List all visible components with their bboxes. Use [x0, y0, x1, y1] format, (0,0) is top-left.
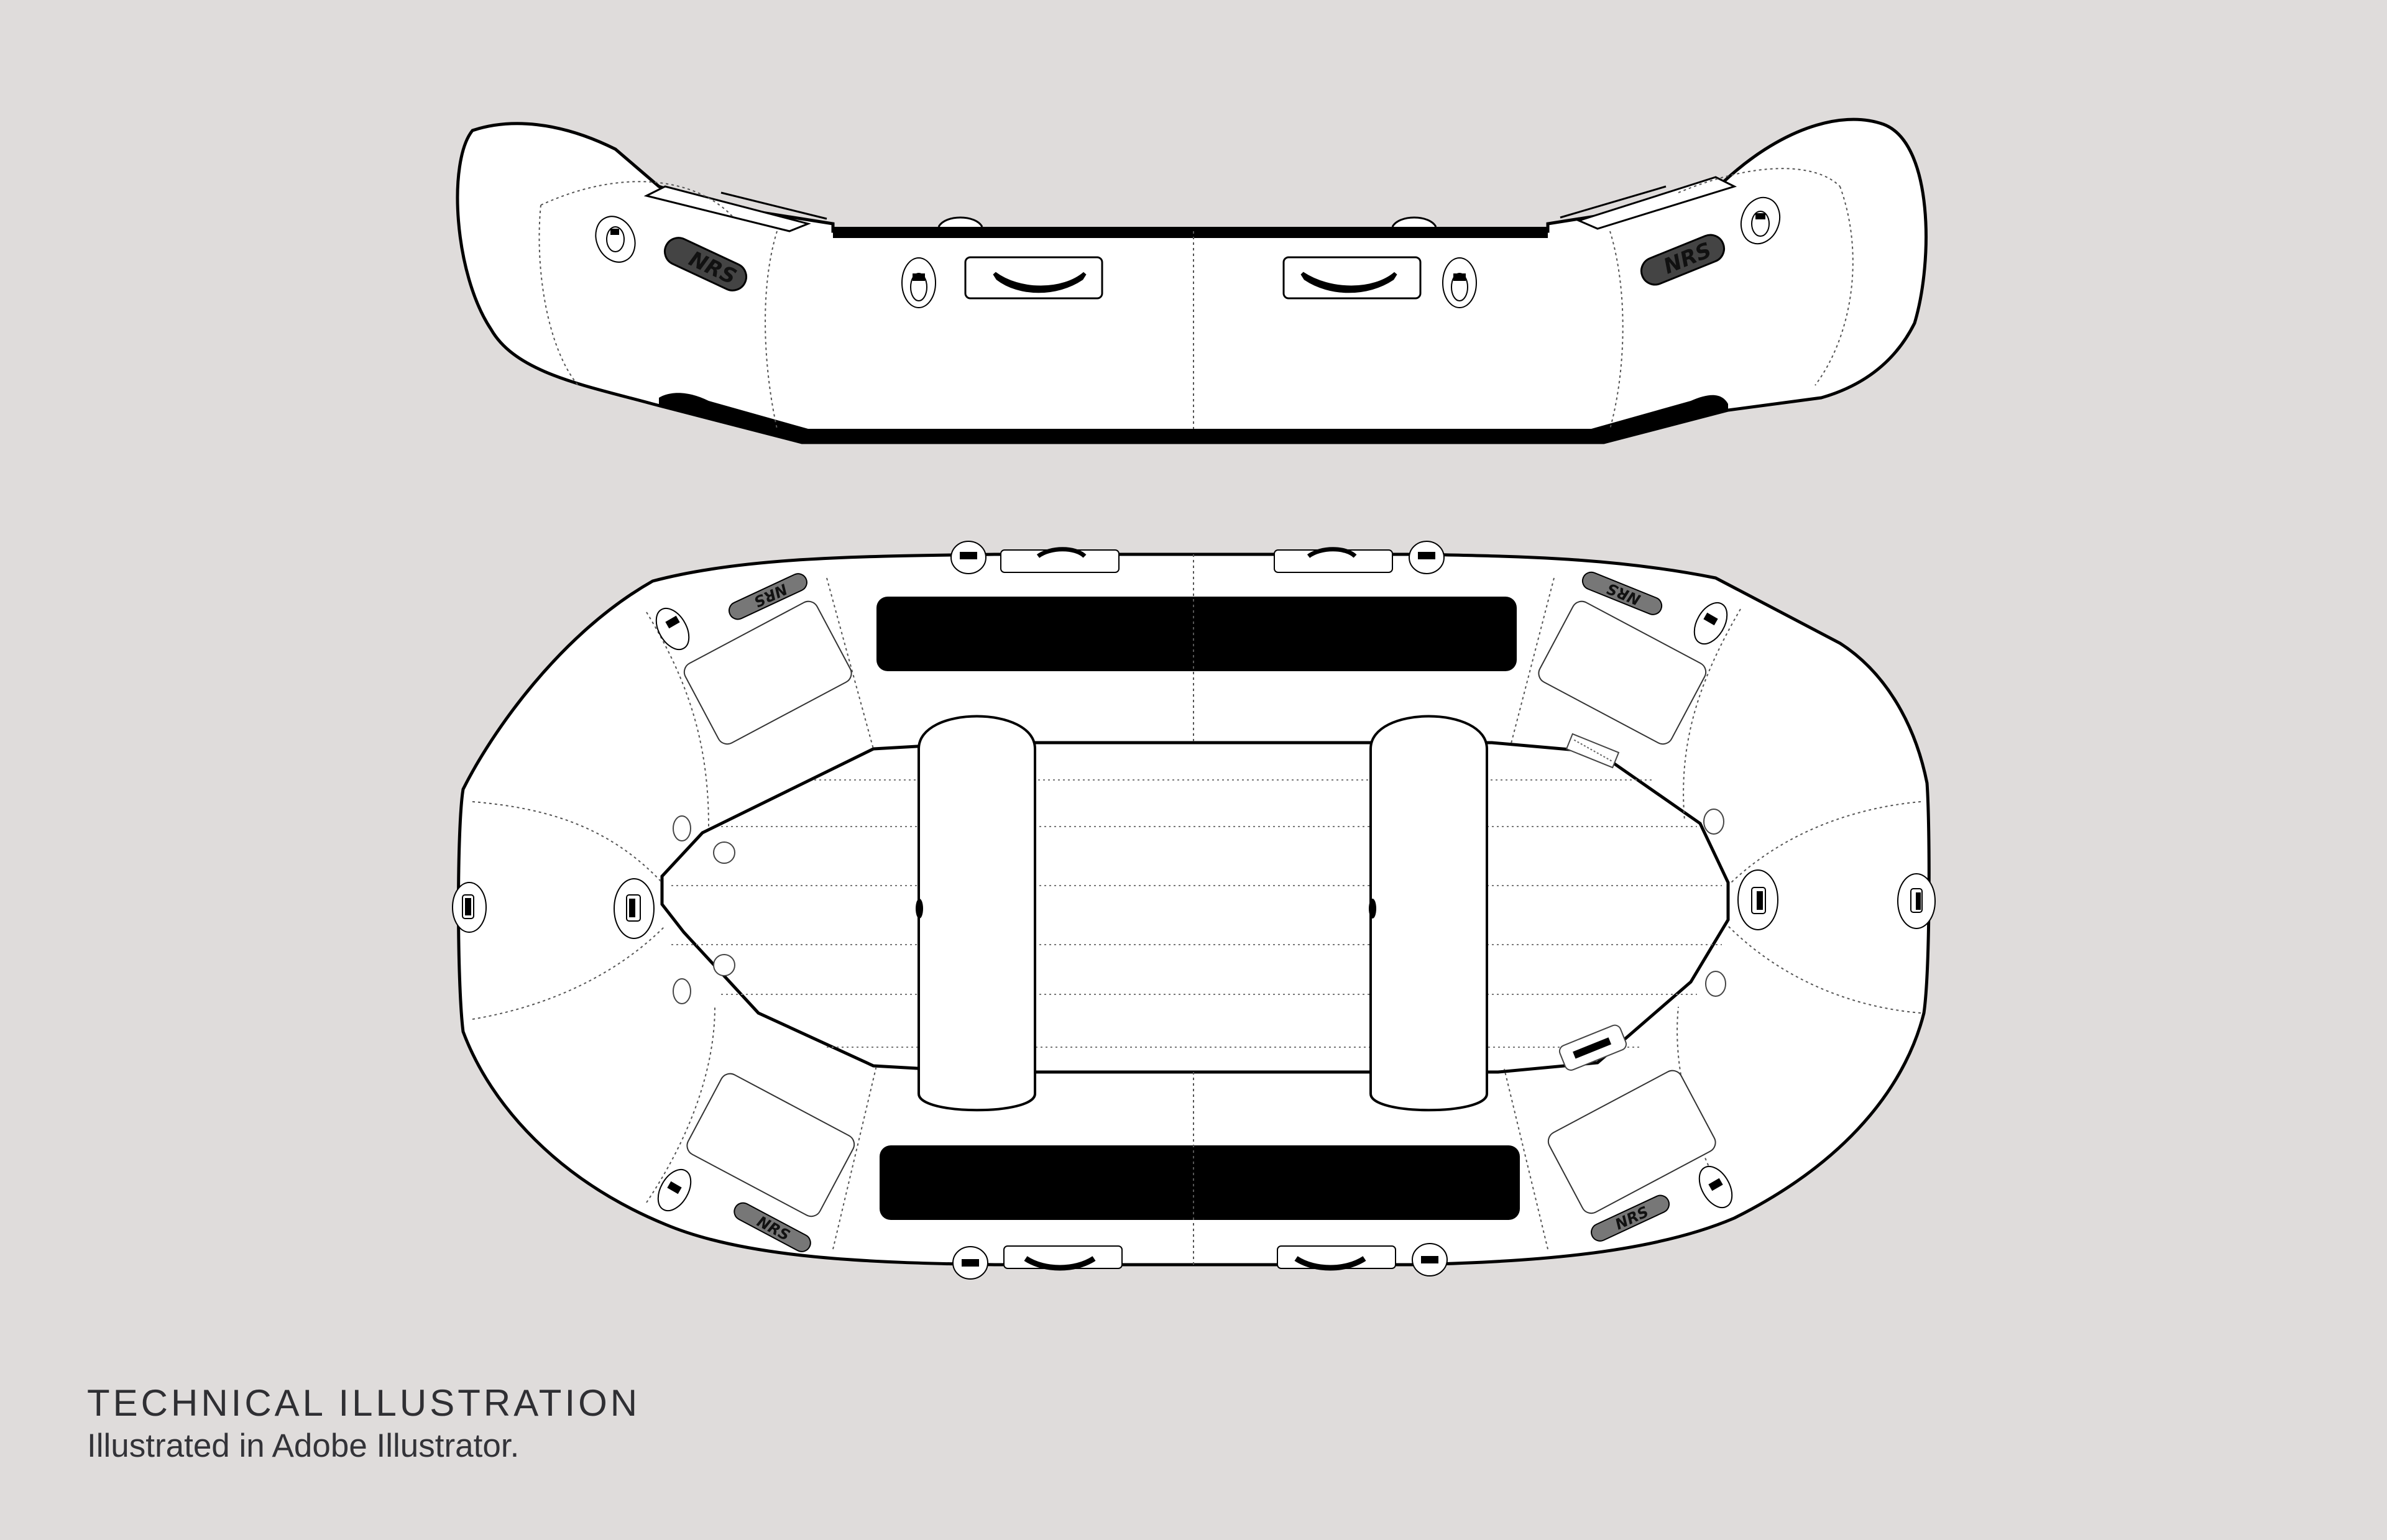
raft-side-view: NRS NRS [456, 117, 1928, 444]
caption-title: TECHNICAL ILLUSTRATION [87, 1382, 641, 1424]
raft-top-view: NRS NRS NRS NRS [452, 541, 1936, 1280]
nrs-logo-icon: NRS [1581, 571, 1663, 615]
caption-subtitle: Illustrated in Adobe Illustrator. [87, 1428, 520, 1464]
nrs-logo-icon: NRS [663, 237, 748, 291]
caption: TECHNICAL ILLUSTRATION Illustrated in Ad… [87, 1381, 640, 1467]
